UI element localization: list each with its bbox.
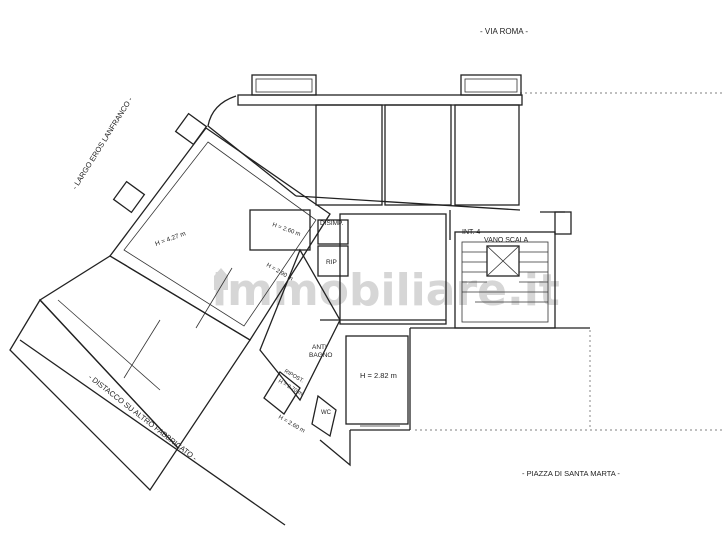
top-rooms	[207, 94, 523, 240]
height-small3: H = 2.60 m	[277, 415, 306, 435]
disimp-label: DISIMP.	[320, 220, 344, 227]
via-roma-label: - VIA ROMA -	[480, 27, 528, 36]
height-room1: H = 4.27 m	[154, 230, 186, 248]
wc-label: WC	[321, 410, 332, 416]
boundary-lines	[415, 92, 725, 431]
left-wing	[9, 112, 331, 526]
int4-label: INT. 4	[462, 229, 480, 236]
height-main: H = 2.82 m	[360, 371, 397, 380]
distacco-label: - DISTACCO SU ALTRO FABBRICATO -	[87, 372, 199, 462]
stairwell	[454, 211, 572, 329]
watermark-logo	[214, 268, 228, 290]
watermark: immobiliare.it	[212, 265, 560, 316]
largo-label: - LARGO EROS LANFRANCO -	[70, 95, 135, 191]
lower-wall	[319, 327, 590, 467]
piazza-label: - PIAZZA DI SANTA MARTA -	[522, 469, 620, 478]
bagno-label: BAGNO	[309, 352, 332, 359]
balconies	[251, 74, 522, 96]
rip-label: RIP	[326, 259, 337, 266]
vano-scala-label: VANO SCALA	[484, 237, 529, 244]
stair-treads	[462, 251, 548, 303]
height-small1: H = 2.60 m	[271, 222, 301, 238]
service-zone	[249, 209, 447, 438]
anti-label: ANTI	[312, 344, 327, 351]
